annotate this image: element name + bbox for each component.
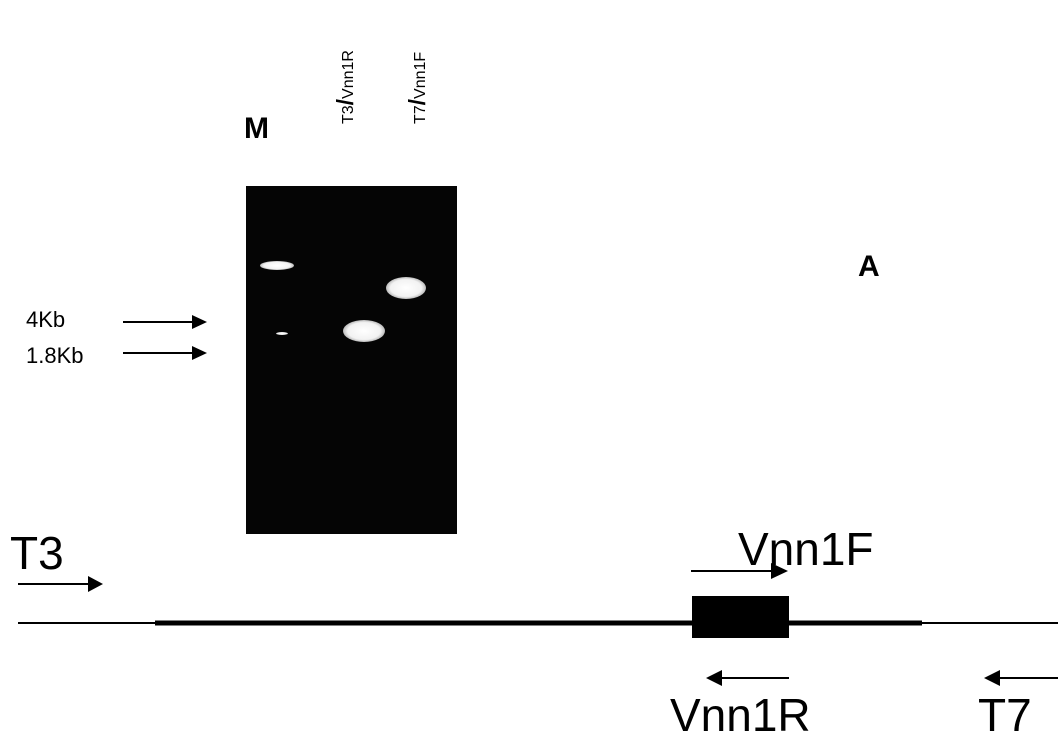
- t7-reverse-arrow-icon: [984, 670, 1058, 686]
- gene-map: [18, 596, 1058, 638]
- exon-box: [692, 596, 789, 638]
- primer-label-t3: T3: [10, 527, 64, 579]
- t3-forward-arrow-icon: [18, 576, 103, 592]
- gel-image: [246, 186, 457, 534]
- size-label-4kb: 4Kb: [26, 307, 66, 332]
- marker-band-lower: [276, 332, 288, 335]
- panel-label: A: [858, 250, 880, 283]
- primer-label-vnn1f: Vnn1F: [738, 523, 874, 575]
- size-label-1-8kb: 1.8Kb: [26, 343, 84, 368]
- size-arrow-4kb: [123, 315, 207, 329]
- marker-band-upper: [260, 261, 294, 270]
- lane3-band: [386, 277, 426, 299]
- vnn1r-reverse-arrow-icon: [706, 670, 789, 686]
- primer-label-t7: T7: [978, 689, 1032, 741]
- primer-label-vnn1r: Vnn1R: [670, 689, 811, 741]
- vnn1f-forward-arrow-icon: [691, 563, 788, 579]
- lane2-band: [343, 320, 385, 342]
- size-arrow-1-8kb: [123, 346, 207, 360]
- marker-lane-label: M: [244, 112, 269, 145]
